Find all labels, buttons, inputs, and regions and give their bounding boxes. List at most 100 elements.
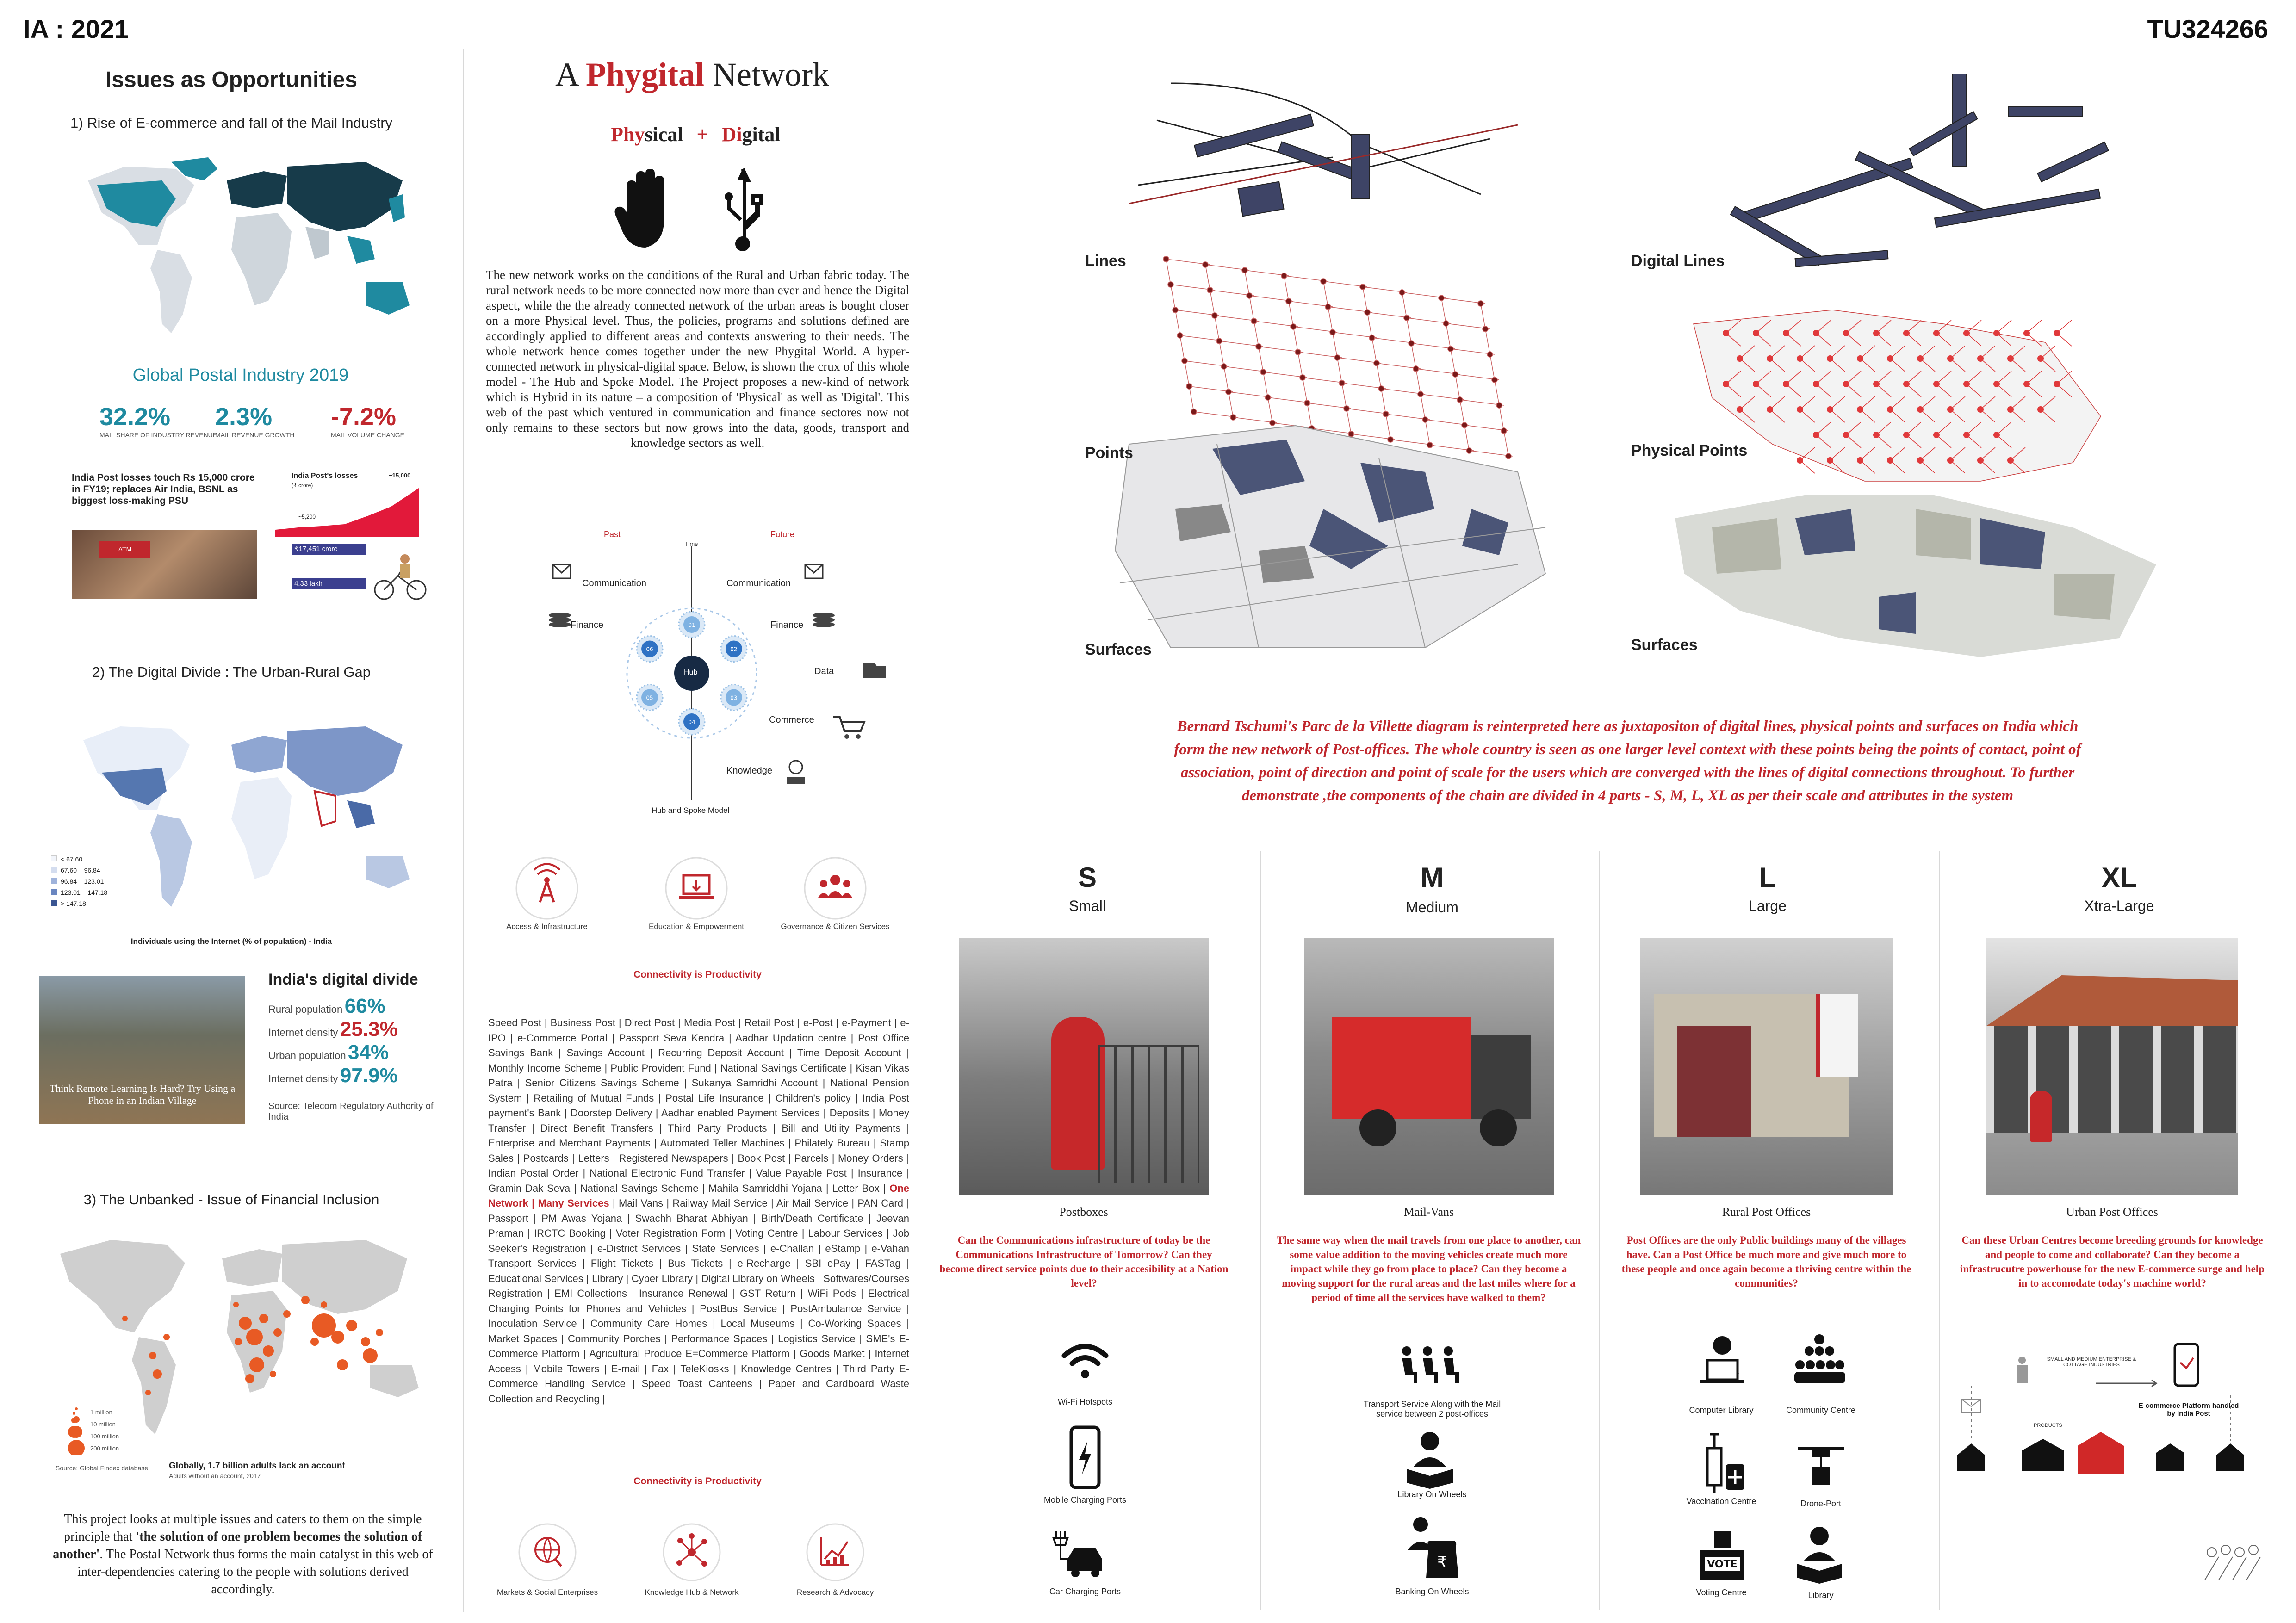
grid-point (1343, 405, 1350, 412)
india-link (1936, 320, 1952, 334)
icon-caption-wifi: Wi-Fi Hotspots (1057, 1397, 1112, 1406)
bubble-legend-4: 200 million (90, 1445, 119, 1452)
grid-point (1246, 292, 1253, 299)
icon-caption-library: Library (1808, 1591, 1834, 1600)
grid-point (1339, 380, 1345, 386)
grid-point (1387, 436, 1394, 443)
grid-line-v (1253, 321, 1259, 347)
grid-line-v (1455, 374, 1460, 400)
bubble-legend-1: 1 million (90, 1409, 112, 1416)
drone-icon (1798, 1447, 1844, 1485)
legend-swatch-3 (51, 878, 57, 884)
unbanked-bubble-14 (301, 1296, 310, 1304)
india-link (1890, 447, 1905, 461)
internet-legend: < 67.60 67.60 – 96.84 96.84 – 123.01 123… (51, 854, 107, 909)
india-link (2026, 320, 2042, 334)
wsj-headline: Think Remote Learning Is Hard? Try Using… (49, 1083, 236, 1106)
unbanked-bubble-12 (361, 1337, 370, 1346)
india-link (1830, 396, 1845, 410)
icon-caption-drone: Drone-Port (1800, 1499, 1842, 1508)
legend-swatch-2 (51, 867, 57, 873)
photo-mailvan (1304, 938, 1554, 1195)
grid-point (1181, 358, 1188, 364)
india-link (1816, 320, 1831, 334)
grid-point (1255, 343, 1262, 350)
van-wheel-1 (1359, 1109, 1396, 1146)
unbanked-bubble-26 (233, 1302, 239, 1307)
grid-line-v (1323, 281, 1328, 307)
unbanked-bubble-19 (145, 1390, 151, 1395)
hub-center-label: Hub (684, 669, 698, 676)
railing (1098, 1045, 1199, 1183)
india-link (1906, 371, 1922, 384)
hub-node-6 (641, 640, 658, 657)
tag-markets: Markets & Social Enterprises (496, 1588, 598, 1597)
india-link (1950, 460, 1966, 474)
india-link (1816, 434, 1831, 448)
knowledge-hub-icon (663, 1523, 721, 1581)
legend-row-4: 123.01 – 147.18 (51, 887, 107, 898)
community-centre-icon (1794, 1334, 1845, 1383)
unbanked-bubble-6 (273, 1328, 282, 1337)
legend-label-5: > 147.18 (61, 900, 86, 907)
india-link (1966, 371, 1982, 384)
india-link (1816, 333, 1831, 347)
india-link (2010, 396, 2026, 410)
ecommerce-flow-diagram (1957, 1343, 2261, 1580)
india-link (1769, 396, 1785, 410)
hub-past-label: Past (604, 530, 621, 539)
india-link (1950, 358, 1966, 372)
grid-line-v (1263, 372, 1268, 398)
bubble-source: Source: Global Findex database. (56, 1464, 150, 1472)
india-link (1769, 345, 1785, 359)
india-link (1830, 460, 1845, 474)
india-link (2056, 320, 2072, 334)
photo-caption-l: Rural Post Offices (1722, 1205, 1811, 1219)
grid-point (1269, 420, 1276, 426)
divide-value-2: 25.3% (340, 1018, 398, 1041)
unbanked-bubble-24 (310, 1338, 319, 1346)
scale-xl-name: Xtra-Large (2084, 898, 2154, 914)
grid-point (1251, 318, 1257, 324)
grid-line-v (1385, 414, 1391, 440)
icon-caption-mobile-charging: Mobile Charging Ports (1043, 1495, 1127, 1505)
grid-line-v (1288, 301, 1294, 327)
unbanked-bubble-4 (263, 1345, 274, 1357)
hub-node-1 (683, 616, 700, 633)
bubble-legend: 1 million 10 million 100 million 200 mil… (90, 1406, 119, 1455)
grid-line-v (1441, 297, 1446, 324)
legend-swatch-1 (51, 855, 57, 861)
education-empowerment-icon (665, 857, 728, 920)
grid-point (1461, 422, 1468, 428)
india-link (1920, 447, 1936, 461)
legend-swatch-5 (51, 900, 57, 906)
stat-1-label: MAIL SHARE OF INDUSTRY REVENUE (99, 431, 217, 439)
divider-sm (1260, 851, 1261, 1610)
india-link (2040, 396, 2056, 410)
hub-node-label-1: 01 (688, 622, 695, 628)
map2-caption: Individuals using the Internet (% of pop… (130, 937, 332, 946)
wsj-photo: Think Remote Learning Is Hard? Try Using… (39, 976, 245, 1124)
grid-point (1167, 281, 1174, 288)
india-link (2056, 333, 2072, 347)
india-link (1906, 384, 1922, 397)
india-link (1769, 409, 1785, 423)
india-link (2040, 409, 2056, 423)
scale-m-text: The same way when the mail travels from … (1276, 1234, 1581, 1303)
legend-row-2: 67.60 – 96.84 (51, 865, 107, 876)
services-part-b: | Mail Vans | Railway Mail Service | Air… (488, 1197, 909, 1405)
grid-point (1477, 300, 1484, 307)
india-link (1890, 460, 1905, 474)
bubble-legend-2: 10 million (90, 1421, 116, 1428)
divider-ml (1599, 851, 1600, 1610)
india-link (1996, 421, 2012, 435)
wifi-icon (1061, 1344, 1109, 1378)
grid-point (1417, 391, 1424, 397)
india-link (1876, 333, 1892, 347)
conclusion-part-b: 'the solution of one problem becomes the… (53, 1530, 422, 1561)
grid-line-v (1459, 399, 1465, 426)
stat-2-label: MAIL REVENUE GROWTH (215, 431, 295, 439)
india-link (1980, 409, 1996, 423)
grid-line-v (1166, 259, 1171, 285)
divider-lxl (1939, 851, 1940, 1610)
